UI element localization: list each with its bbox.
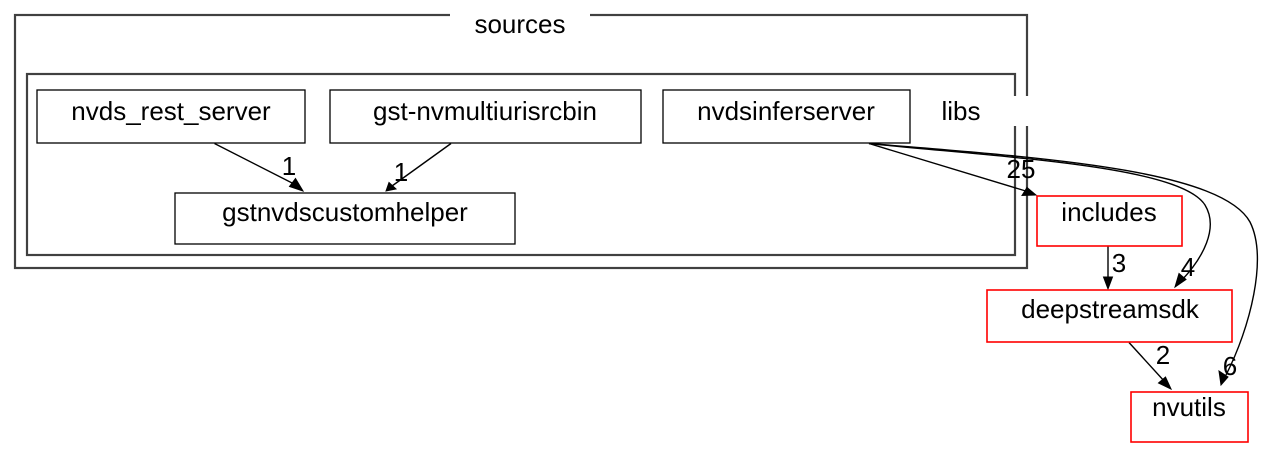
node-label-deepstreamsdk[interactable]: deepstreamsdk — [1021, 294, 1200, 324]
node-box-gst-nvmultiurisrcbin[interactable] — [329, 89, 642, 144]
nodes-layer: nvds_rest_server gst-nvmultiurisrcbin nvds… — [36, 89, 1249, 443]
edge-nvdsinferserver-nvutils-label: 6 — [1223, 351, 1237, 381]
edge-nvdsinferserver-nvutils-line — [868, 142, 1258, 376]
cluster-label-libs: libs — [941, 96, 980, 126]
node-nvdsinferserver[interactable]: nvdsinferserver — [662, 89, 911, 144]
edge-includes-deepstreamsdk-label: 3 — [1112, 248, 1126, 278]
edge-nvdsinferserver-nvutils: 6 — [868, 142, 1258, 387]
clusters-layer: sources libs — [13, 9, 1031, 270]
edge-nvdsinferserver-nvutils-arrowhead — [1218, 369, 1229, 387]
edge-nvds_rest_server-gstnvdscustomhelper-arrowhead — [288, 177, 305, 192]
edge-nvdsinferserver-includes-arrowhead — [1021, 186, 1038, 197]
node-box-nvdsinferserver[interactable] — [662, 89, 911, 144]
edge-nvds_rest_server-gstnvdscustomhelper: 1 — [214, 142, 305, 192]
edge-nvdsinferserver-deepstreamsdk-line — [868, 142, 1211, 282]
node-label-nvutils[interactable]: nvutils — [1152, 392, 1226, 422]
node-box-nvutils[interactable] — [1130, 391, 1249, 443]
node-deepstreamsdk[interactable]: deepstreamsdk — [986, 289, 1233, 343]
edges-layer: 1 1 25 4 6 3 2 — [214, 142, 1258, 391]
node-box-includes[interactable] — [1036, 195, 1183, 247]
edge-includes-deepstreamsdk-arrowhead — [1102, 276, 1114, 291]
cluster-border-libs — [25, 72, 1017, 257]
edge-deepstreamsdk-nvutils-arrowhead — [1157, 376, 1173, 391]
cluster-label-bg-sources — [450, 9, 590, 39]
cluster-sources: sources — [13, 9, 1029, 270]
node-label-nvdsinferserver[interactable]: nvdsinferserver — [697, 96, 875, 126]
cluster-label-sources: sources — [474, 9, 565, 39]
edge-deepstreamsdk-nvutils: 2 — [1128, 340, 1173, 391]
edge-nvdsinferserver-deepstreamsdk-arrowhead — [1174, 272, 1187, 289]
cluster-libs: libs — [25, 72, 1031, 257]
node-nvutils[interactable]: nvutils — [1130, 391, 1249, 443]
node-nvds_rest_server[interactable]: nvds_rest_server — [36, 89, 306, 144]
edge-gst-nvmultiurisrcbin-gstnvdscustomhelper-line — [391, 142, 452, 187]
node-includes[interactable]: includes — [1036, 195, 1183, 247]
edge-gst-nvmultiurisrcbin-gstnvdscustomhelper: 1 — [385, 142, 452, 192]
node-label-gstnvdscustomhelper[interactable]: gstnvdscustomhelper — [222, 197, 468, 227]
edge-deepstreamsdk-nvutils-label: 2 — [1156, 340, 1170, 370]
edge-nvdsinferserver-deepstreamsdk: 4 — [868, 142, 1211, 289]
edge-nvdsinferserver-includes: 25 — [868, 142, 1038, 197]
edge-nvdsinferserver-includes-line — [868, 142, 1030, 193]
node-label-gst-nvmultiurisrcbin[interactable]: gst-nvmultiurisrcbin — [373, 96, 597, 126]
edge-gst-nvmultiurisrcbin-gstnvdscustomhelper-label: 1 — [394, 157, 408, 187]
edge-nvdsinferserver-deepstreamsdk-label: 4 — [1181, 252, 1195, 282]
node-box-nvds_rest_server[interactable] — [36, 89, 306, 144]
edge-nvds_rest_server-gstnvdscustomhelper-label: 1 — [282, 151, 296, 181]
edge-deepstreamsdk-nvutils-line — [1128, 342, 1166, 383]
node-box-gstnvdscustomhelper[interactable] — [174, 192, 516, 245]
node-gst-nvmultiurisrcbin[interactable]: gst-nvmultiurisrcbin — [329, 89, 642, 144]
node-gstnvdscustomhelper[interactable]: gstnvdscustomhelper — [174, 192, 516, 245]
node-label-includes[interactable]: includes — [1061, 197, 1156, 227]
cluster-label-bg-libs — [891, 96, 1031, 126]
node-box-deepstreamsdk[interactable] — [986, 289, 1233, 343]
edge-gst-nvmultiurisrcbin-gstnvdscustomhelper-arrowhead — [385, 181, 398, 192]
edge-nvds_rest_server-gstnvdscustomhelper-line — [214, 142, 299, 187]
node-label-nvds_rest_server[interactable]: nvds_rest_server — [71, 96, 271, 126]
edge-includes-deepstreamsdk: 3 — [1102, 246, 1126, 291]
